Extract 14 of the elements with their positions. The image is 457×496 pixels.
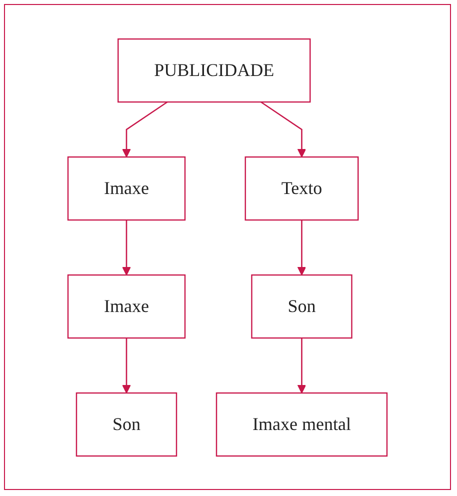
arrow [260, 100, 306, 157]
node-box [216, 392, 388, 456]
node-box [67, 274, 186, 338]
arrow [122, 100, 168, 157]
arrow [122, 338, 131, 393]
node-box [244, 156, 359, 220]
arrow [297, 338, 306, 393]
node-box [118, 38, 311, 102]
arrow [297, 220, 306, 275]
frame-border: PUBLICIDADE Imaxe Texto Imaxe Son Son Imaxe mental [4, 4, 451, 490]
node-box [67, 156, 186, 220]
arrow [122, 220, 131, 275]
node-box [76, 392, 178, 456]
node-box [251, 274, 352, 338]
